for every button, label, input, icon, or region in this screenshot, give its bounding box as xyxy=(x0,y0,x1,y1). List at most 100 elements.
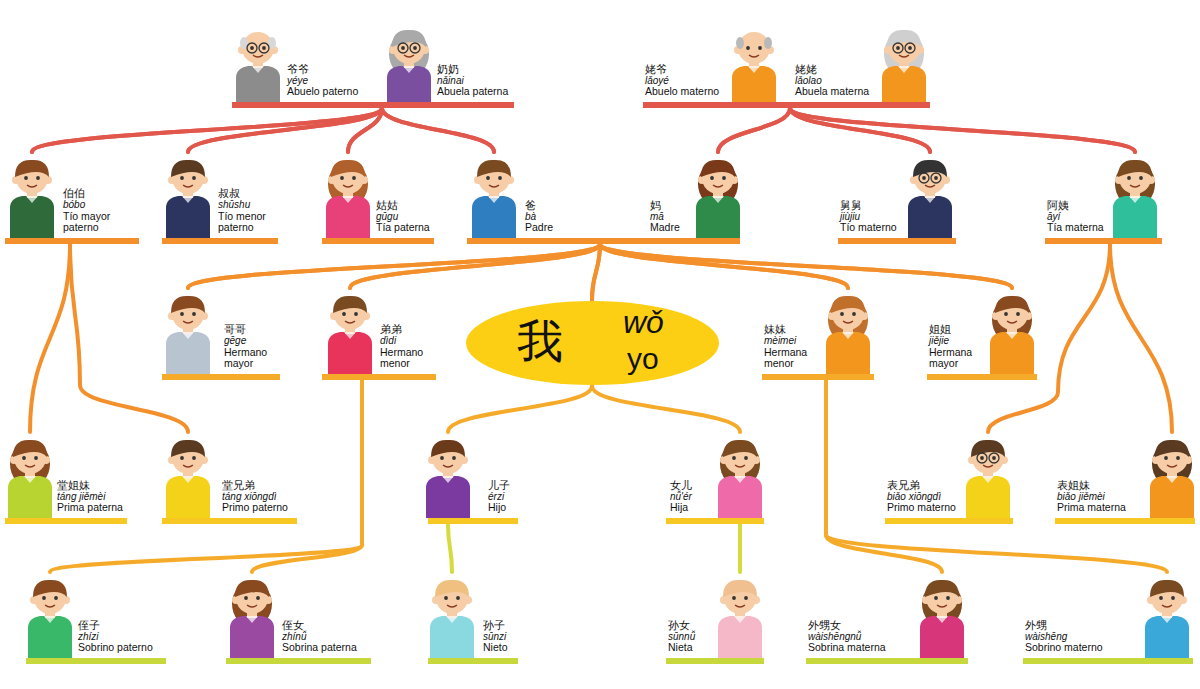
chinese-term: 表姐妹 xyxy=(1057,479,1126,491)
person-label: 弟弟dìdiHermano menor xyxy=(322,288,436,380)
label-text: 姥爷lǎoyéAbuelo materno xyxy=(645,63,719,98)
person-label: 爸bàPadre xyxy=(467,152,600,244)
label-text: 孙子sūnziNieto xyxy=(483,619,508,654)
label-text: 伯伯bóboTío mayor paterno xyxy=(63,187,135,234)
spanish-term: Nieto xyxy=(483,642,508,654)
spanish-term: Nieta xyxy=(668,642,695,654)
person-figure xyxy=(908,160,952,238)
spanish-term: Tía paterna xyxy=(376,222,430,234)
spanish-term: Tía materna xyxy=(1047,222,1104,234)
person-label: 儿子érziHijo xyxy=(428,432,518,524)
person-figure xyxy=(990,296,1034,374)
chinese-term: 我 xyxy=(517,318,563,364)
label-text: 爷爷yéyeAbuelo paterno xyxy=(287,63,358,98)
family-connector xyxy=(252,380,362,572)
person-figure xyxy=(230,580,274,658)
person-label: 外甥wàishēngSobrino materno xyxy=(1023,572,1193,664)
family-connector xyxy=(32,108,382,152)
family-connector xyxy=(448,524,452,572)
person-label: 侄女zhínǚSobrina paterna xyxy=(226,572,371,664)
pinyin: biǎo jiěmèi xyxy=(1057,491,1126,502)
spanish-term: Padre xyxy=(525,222,553,234)
spanish-term: Hermana menor xyxy=(764,347,819,371)
pinyin: mèimei xyxy=(764,335,819,346)
chinese-term: 外甥 xyxy=(1025,619,1103,631)
spanish-term: Prima materna xyxy=(1057,502,1126,514)
pinyin: bóbo xyxy=(63,199,135,210)
label-text: 侄子zhíziSobrino paterno xyxy=(78,619,153,654)
family-connector xyxy=(382,108,494,152)
person-figure xyxy=(696,160,740,238)
pinyin: shūshu xyxy=(218,199,278,210)
spanish-term: Primo paterno xyxy=(222,502,288,514)
person-figure xyxy=(236,32,280,102)
spanish-term: Tío mayor paterno xyxy=(63,211,135,235)
family-connector xyxy=(50,380,362,572)
family-connector xyxy=(448,386,592,432)
person-figure xyxy=(732,32,776,102)
chinese-term: 叔叔 xyxy=(218,187,278,199)
person-label: 叔叔shūshuTío menor paterno xyxy=(162,152,278,244)
person-label: 阿姨āyíTía materna xyxy=(1045,152,1162,244)
label-text: 堂兄弟táng xiōngdìPrimo paterno xyxy=(222,479,288,514)
person-figure xyxy=(326,160,370,238)
pinyin: nǎinai xyxy=(437,75,508,86)
family-connector xyxy=(600,244,1012,288)
spanish-term: Abuela paterna xyxy=(437,86,508,98)
person-figure xyxy=(1150,440,1194,518)
person-figure xyxy=(718,440,762,518)
family-connector xyxy=(738,524,742,572)
pinyin: yéye xyxy=(287,75,358,86)
person-label: 孙女sūnnǚNieta xyxy=(666,572,764,664)
spanish-term: Sobrino materno xyxy=(1025,642,1103,654)
label-text: 姥姥lǎolaoAbuela materna xyxy=(795,63,869,98)
pinyin: gēge xyxy=(224,335,276,346)
label-text: 妹妹mèimeiHermana menor xyxy=(764,323,819,370)
chinese-term: 堂兄弟 xyxy=(222,479,288,491)
person-label: 哥哥gēgeHermano mayor xyxy=(162,288,280,380)
label-text: 姑姑gūguTía paterna xyxy=(376,199,430,234)
spanish-term: Primo materno xyxy=(887,502,956,514)
pinyin: jiějie xyxy=(929,335,984,346)
chinese-term: 女儿 xyxy=(670,479,692,491)
person-label: 外甥女wàishēngnǚSobrina materna xyxy=(806,572,968,664)
chinese-term: 姥姥 xyxy=(795,63,869,75)
chinese-term: 妹妹 xyxy=(764,323,819,335)
spanish-term: Abuela materna xyxy=(795,86,869,98)
label-text: 哥哥gēgeHermano mayor xyxy=(224,323,276,370)
person-label: 表姐妹biǎo jiěmèiPrima materna xyxy=(1055,432,1195,524)
person-label: 妹妹mèimeiHermana menor xyxy=(762,288,874,380)
person-figure xyxy=(426,440,470,518)
family-connector xyxy=(350,244,600,288)
chinese-term: 弟弟 xyxy=(380,323,432,335)
chinese-term: 外甥女 xyxy=(808,619,886,631)
label-text: 表姐妹biǎo jiěmèiPrima materna xyxy=(1057,479,1126,514)
person-figure xyxy=(166,440,210,518)
person-figure xyxy=(328,296,372,374)
person-label: 姥爷lǎoyéAbuelo materno xyxy=(643,22,790,108)
family-connector xyxy=(826,380,1167,572)
family-connector xyxy=(382,108,494,152)
spanish-term: Madre xyxy=(650,222,680,234)
person-figure xyxy=(1145,580,1189,658)
label-text: 儿子érziHijo xyxy=(488,479,510,514)
person-label: 姐姐jiějieHermana mayor xyxy=(927,288,1037,380)
family-connector xyxy=(592,386,740,432)
chinese-term: 侄女 xyxy=(282,619,357,631)
family-connector xyxy=(32,108,382,152)
person-figure xyxy=(882,30,926,102)
label-text: 侄女zhínǚSobrina paterna xyxy=(282,619,357,654)
pinyin: táng jiěmèi xyxy=(57,491,123,502)
spanish-term: Hija xyxy=(670,502,692,514)
person-label: 爷爷yéyeAbuelo paterno xyxy=(232,22,382,108)
chinese-term: 伯伯 xyxy=(63,187,135,199)
chinese-term: 爸 xyxy=(525,199,553,211)
pinyin: érzi xyxy=(488,491,510,502)
chinese-term: 姐姐 xyxy=(929,323,984,335)
chinese-term: 侄子 xyxy=(78,619,153,631)
family-connector xyxy=(188,244,600,288)
pinyin: nǚ'ér xyxy=(670,491,692,502)
family-connector xyxy=(30,244,70,432)
self-ellipse: 我wǒyo xyxy=(465,300,720,386)
